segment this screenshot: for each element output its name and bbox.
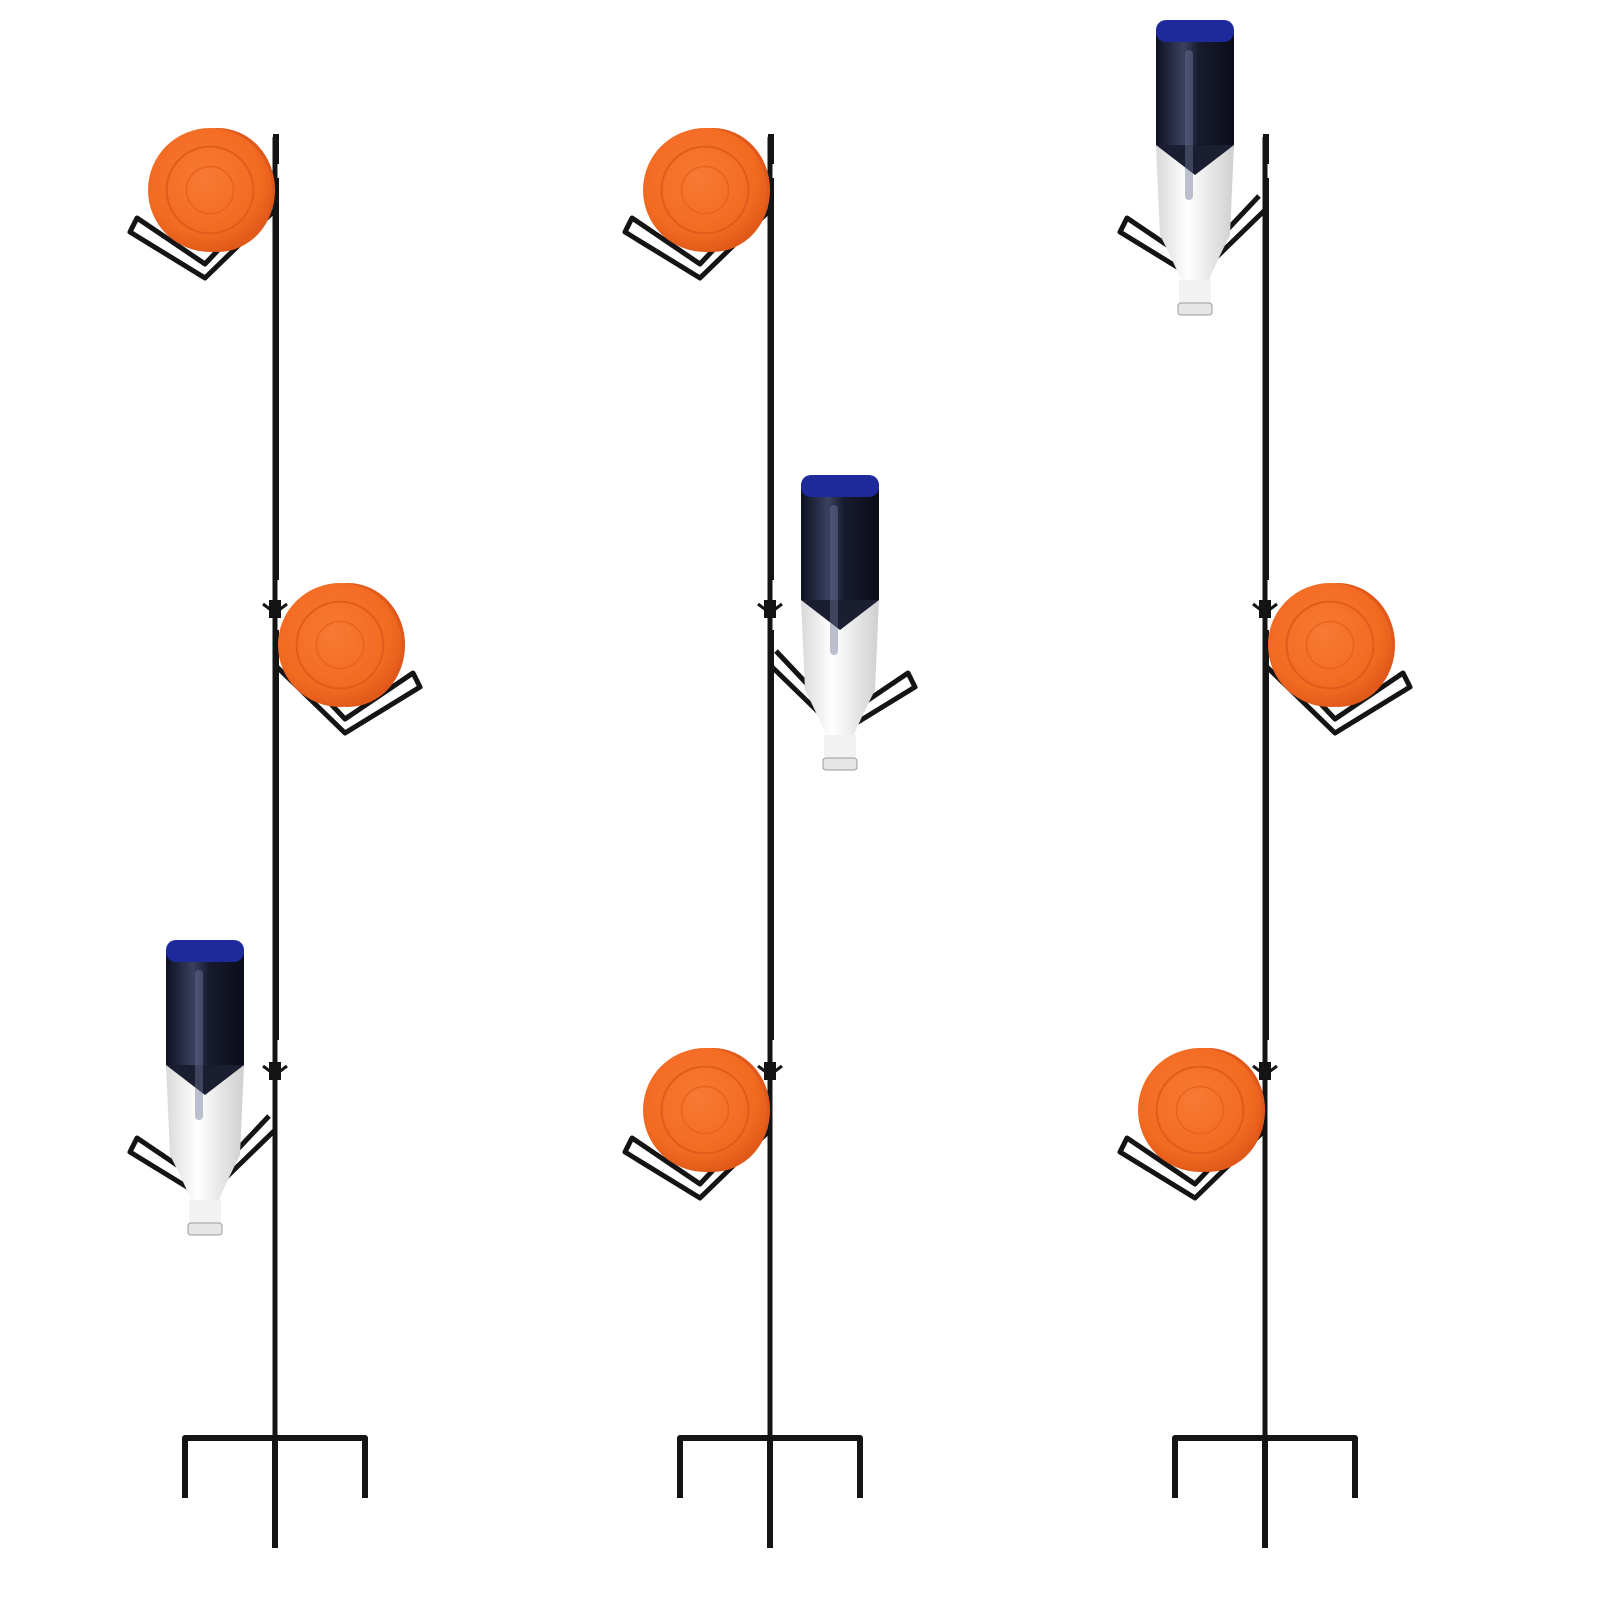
holder-cradle (622, 194, 772, 281)
base-leg-right (275, 1435, 368, 1498)
stand-middle (622, 128, 918, 1548)
bottle-shoulder (1156, 145, 1234, 175)
stand-left (127, 128, 423, 1548)
pole-joint (1259, 600, 1271, 618)
pole-joint (764, 600, 776, 618)
v-holder (272, 635, 423, 736)
clay-target (148, 128, 276, 252)
bottle-glass (166, 940, 244, 1065)
bottle-highlight (1185, 50, 1193, 200)
bottle-label (801, 600, 879, 735)
holder-cradle (127, 194, 277, 281)
bottle-base-band (801, 475, 879, 497)
pole-joint (269, 1062, 281, 1080)
pole-joint (764, 1062, 776, 1080)
base-leg-right (770, 1435, 863, 1498)
stands-layer (127, 20, 1413, 1548)
clay-target-ring (165, 145, 255, 235)
wing-nut-icon (262, 1064, 288, 1074)
bottle-cap (822, 757, 858, 771)
bottle-glass (1156, 20, 1234, 145)
wing-nut-icon (1252, 1064, 1278, 1074)
clay-target-ring (680, 1085, 730, 1135)
pole-joint (1259, 1062, 1271, 1080)
bottle-shoulder (801, 600, 879, 630)
clay-target-ring (1285, 600, 1375, 690)
bottle-highlight (195, 970, 203, 1120)
bottle-base-band (1156, 20, 1234, 42)
bottle-highlight (830, 505, 838, 655)
bottle-label (166, 1065, 244, 1200)
clay-target-ring (660, 145, 750, 235)
base-leg-left (677, 1435, 770, 1498)
bottle-glass (801, 475, 879, 600)
pole-joint (269, 600, 281, 618)
stand-base (677, 1435, 863, 1548)
clay-target-ring (1175, 1085, 1225, 1135)
stand-base (1172, 1435, 1358, 1548)
bottle-shoulder (166, 1065, 244, 1095)
pole-tip (273, 134, 279, 164)
bottle (801, 475, 879, 771)
bottle-cap (187, 1222, 223, 1236)
holder-cradle (1263, 649, 1413, 736)
pole-tip (1263, 134, 1269, 164)
wing-nut-icon (757, 1064, 783, 1074)
clay-target-ring (680, 165, 730, 215)
wing-nut-icon (757, 602, 783, 612)
base-leg-left (1172, 1435, 1265, 1498)
clay-target (643, 128, 771, 252)
bottle-cap (1177, 302, 1213, 316)
holder-cradle (1117, 1114, 1267, 1201)
pole-tip (768, 134, 774, 164)
clay-target-ring (1155, 1065, 1245, 1155)
bottle-base-band (166, 940, 244, 962)
holder-cradle (273, 649, 423, 736)
clay-target (1138, 1048, 1266, 1172)
base-leg-right (1265, 1435, 1358, 1498)
clay-target-ring (1305, 620, 1355, 670)
clay-target (278, 583, 406, 707)
base-leg-left (182, 1435, 275, 1498)
wing-nut-icon (1252, 602, 1278, 612)
stand-base (182, 1435, 368, 1548)
bottle (1156, 20, 1234, 316)
clay-target-ring (660, 1065, 750, 1155)
clay-target (643, 1048, 771, 1172)
bottle-label (1156, 145, 1234, 280)
stand-right (1117, 20, 1413, 1548)
bottle (166, 940, 244, 1236)
wing-nut-icon (262, 602, 288, 612)
clay-target-ring (185, 165, 235, 215)
v-holder (1262, 635, 1413, 736)
clay-target-ring (315, 620, 365, 670)
clay-target (1268, 583, 1396, 707)
holder-cradle (622, 1114, 772, 1201)
clay-target-ring (295, 600, 385, 690)
